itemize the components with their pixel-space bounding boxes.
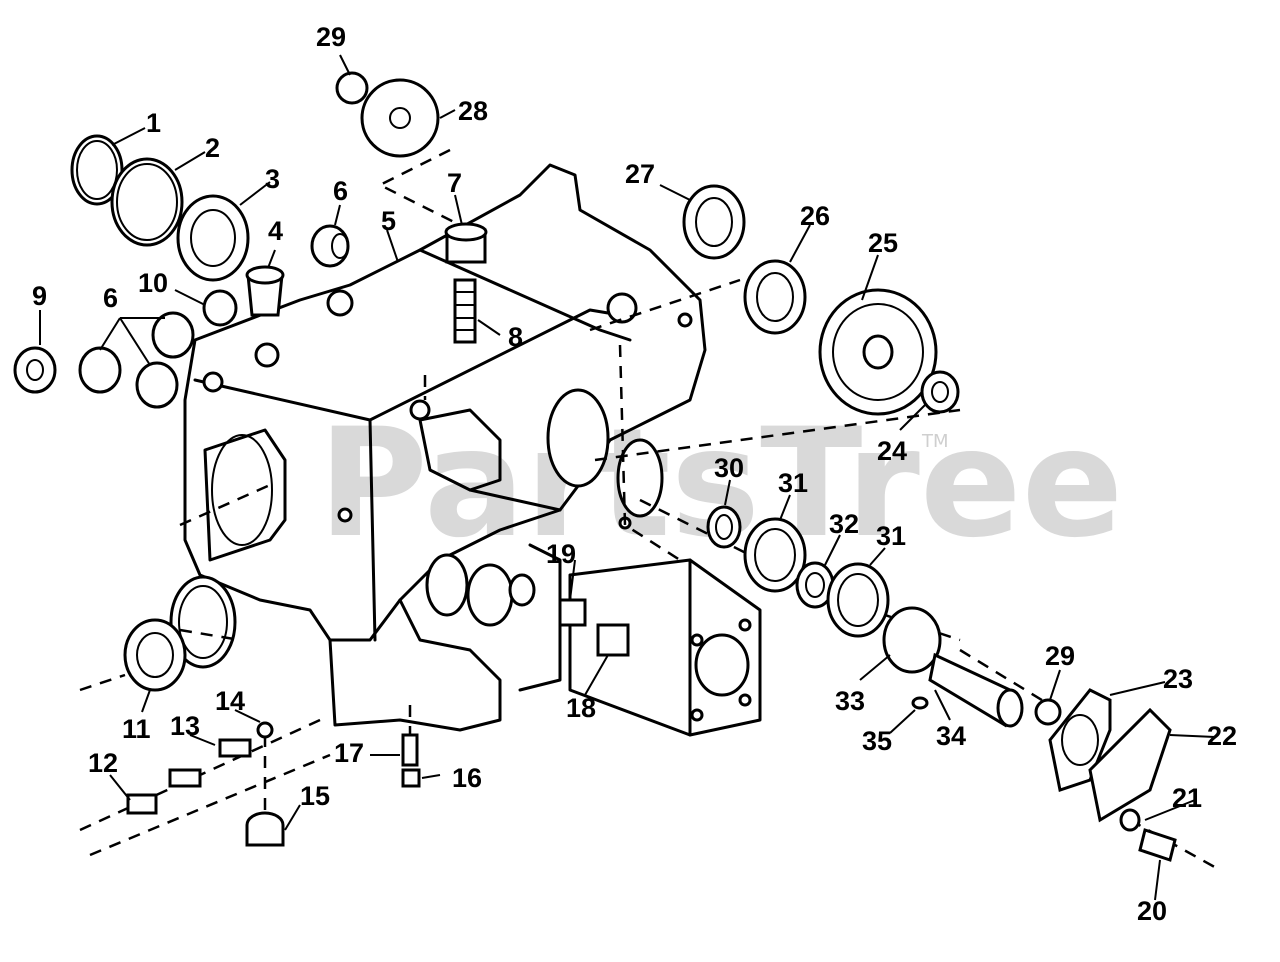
callout-11: 11 xyxy=(122,714,151,744)
watermark-trademark: TM xyxy=(921,431,949,452)
callout-17: 17 xyxy=(334,738,364,768)
bushing-6-top xyxy=(310,224,350,268)
washer-24 xyxy=(920,370,960,414)
callout-19: 19 xyxy=(546,539,576,569)
bolt-20 xyxy=(1138,828,1177,862)
seal-26 xyxy=(743,259,807,335)
callout-14: 14 xyxy=(215,686,245,716)
callout-18: 18 xyxy=(566,693,596,723)
callout-25: 25 xyxy=(868,228,898,258)
fitting-19 xyxy=(558,598,587,627)
callout-33: 33 xyxy=(835,686,865,716)
leader-lines xyxy=(39,54,1216,901)
bearing-31-right xyxy=(826,562,890,638)
fitting-12 xyxy=(126,793,158,815)
bushing-10 xyxy=(202,289,238,327)
snap-ring-33 xyxy=(882,606,942,674)
fitting-7 xyxy=(444,222,488,264)
ball-14 xyxy=(256,721,274,739)
callout-21: 21 xyxy=(1172,783,1202,813)
shaft-34 xyxy=(928,652,1024,728)
callout-4: 4 xyxy=(268,216,283,246)
fitting-18 xyxy=(596,623,630,657)
pulley-25 xyxy=(818,288,938,416)
spring-8 xyxy=(453,278,477,344)
sprocket-28 xyxy=(360,78,440,158)
bushing-9 xyxy=(13,346,57,394)
callout-22: 22 xyxy=(1207,721,1237,751)
callout-6-group: 6 xyxy=(103,283,118,313)
seal-11 xyxy=(123,618,187,692)
spring-13 xyxy=(168,738,252,788)
callout-26: 26 xyxy=(800,201,830,231)
retaining-ring-29-top xyxy=(335,71,369,105)
side-cover-housing xyxy=(568,558,762,737)
washer-21 xyxy=(1119,808,1141,832)
callout-2: 2 xyxy=(205,133,220,163)
callout-23: 23 xyxy=(1163,664,1193,694)
callout-15: 15 xyxy=(300,781,330,811)
retaining-ring-29-right xyxy=(1034,698,1062,726)
callout-3: 3 xyxy=(265,164,280,194)
callout-34: 34 xyxy=(936,721,966,751)
callout-10: 10 xyxy=(138,268,168,298)
bushing-4 xyxy=(245,265,285,317)
callout-8: 8 xyxy=(508,322,523,352)
plug-16 xyxy=(401,768,421,788)
pin-17 xyxy=(401,733,419,767)
callout-7: 7 xyxy=(447,168,462,198)
bearing-3 xyxy=(176,194,250,282)
washer-30 xyxy=(706,505,742,549)
callout-31-right: 31 xyxy=(876,521,906,551)
key-35 xyxy=(911,696,929,710)
callout-32: 32 xyxy=(829,509,859,539)
callout-35: 35 xyxy=(862,726,892,756)
callout-28: 28 xyxy=(458,96,488,126)
callout-24: 24 xyxy=(877,436,907,466)
callout-29-right: 29 xyxy=(1045,641,1075,671)
callout-20: 20 xyxy=(1137,896,1167,926)
callout-29-top: 29 xyxy=(316,22,346,52)
callout-labels: 1 2 3 4 5 6 6 7 8 9 10 11 12 13 14 15 16… xyxy=(32,22,1237,926)
transmission-housing xyxy=(169,163,707,732)
bushings-6-group xyxy=(78,311,195,409)
callout-13: 13 xyxy=(170,711,200,741)
bearing-31-left xyxy=(743,517,807,593)
callout-6-top: 6 xyxy=(333,176,348,206)
plug-15 xyxy=(245,811,285,847)
callout-30: 30 xyxy=(714,453,744,483)
callout-12: 12 xyxy=(88,748,118,778)
callout-31-left: 31 xyxy=(778,468,808,498)
retaining-ring-2 xyxy=(110,157,184,247)
cover-22 xyxy=(1088,707,1172,823)
seal-27 xyxy=(682,184,746,260)
callout-9: 9 xyxy=(32,281,47,311)
callout-16: 16 xyxy=(452,763,482,793)
callout-5: 5 xyxy=(381,206,396,236)
callout-27: 27 xyxy=(625,159,655,189)
callout-1: 1 xyxy=(146,108,161,138)
